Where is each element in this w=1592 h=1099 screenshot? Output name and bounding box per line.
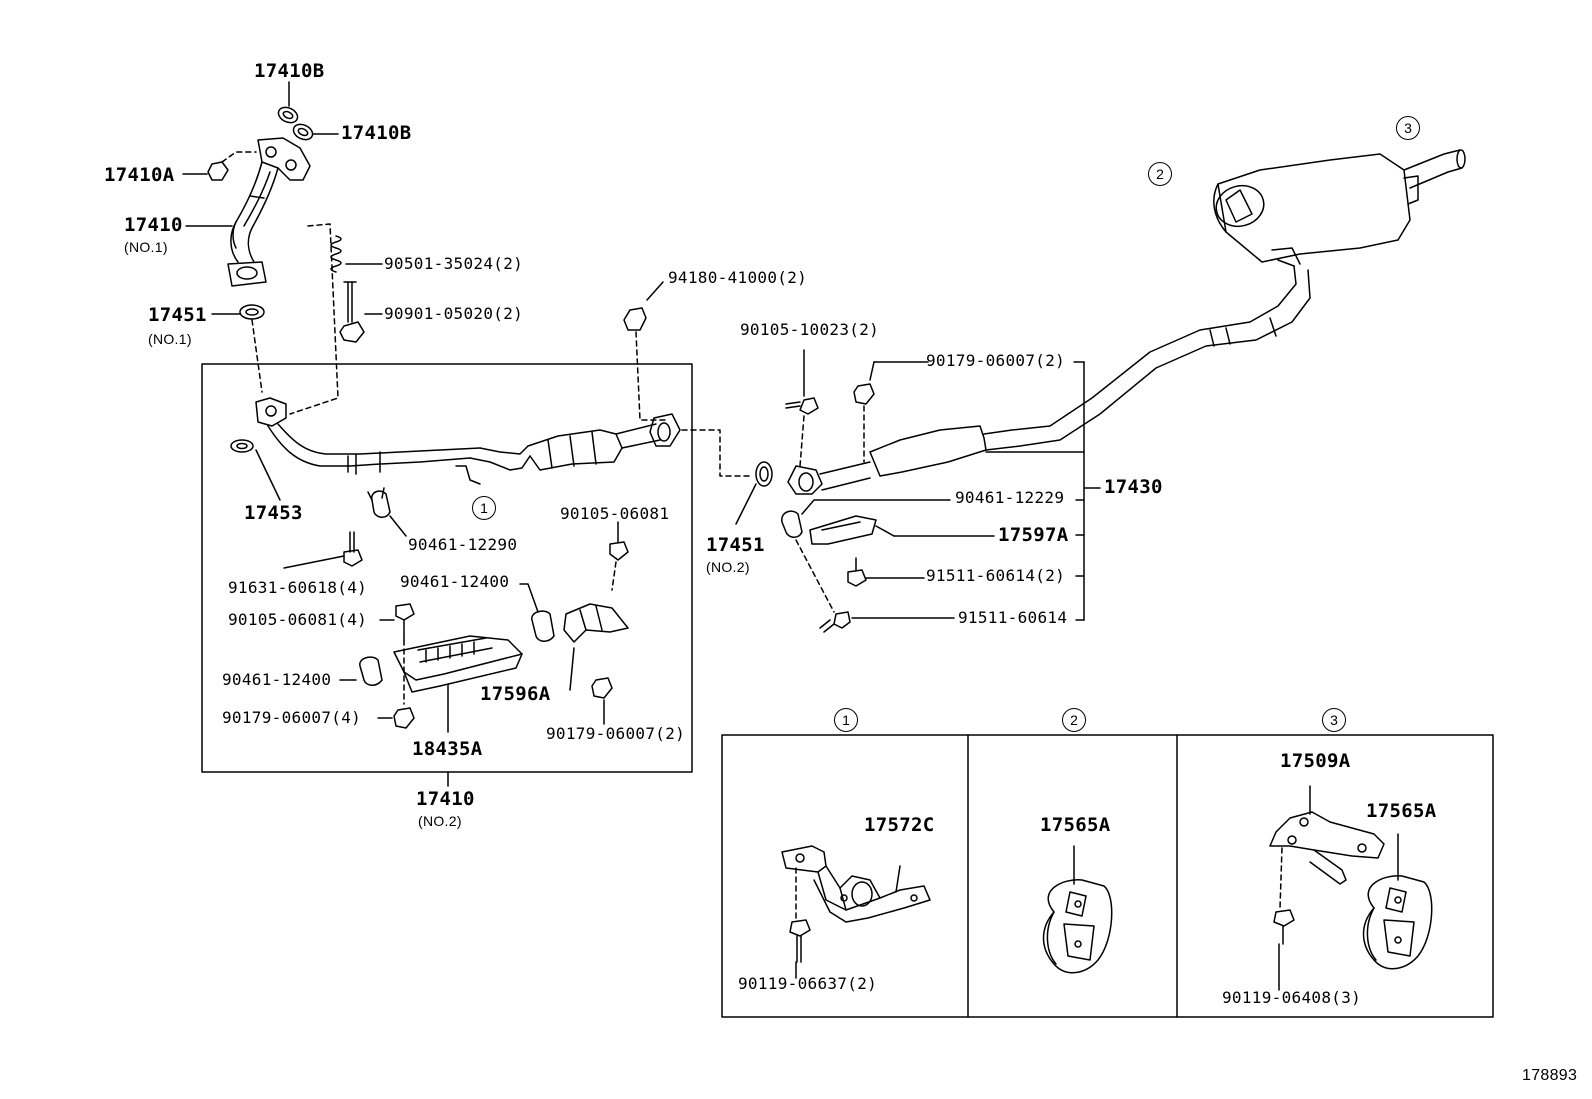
front-pipe-no1 (227, 137, 311, 287)
label-17430: 17430 (1104, 476, 1163, 498)
label-90179-4: 90179-06007(4) (222, 708, 362, 727)
label-94180: 94180-41000(2) (668, 268, 808, 287)
label-90461-12400-b: 90461-12400 (222, 670, 332, 689)
gasket-17410b-lower (292, 123, 314, 141)
label-17451-no2: 17451 (706, 534, 765, 556)
label-90461-12290: 90461-12290 (408, 535, 518, 554)
label-90105-06081-4: 90105-06081(4) (228, 610, 368, 629)
bolt-90105-10023 (785, 349, 819, 467)
detail-header-2: 2 (1062, 708, 1086, 732)
label-no2-a: (NO.2) (706, 559, 750, 575)
label-17572c: 17572C (864, 814, 935, 836)
no2-assembly-frame (201, 363, 693, 773)
nut-94180 (623, 281, 667, 421)
label-90179-top: 90179-06007(2) (926, 351, 1066, 370)
label-17410b-second: 17410B (341, 122, 412, 144)
nut-90179-top (853, 361, 929, 463)
label-91631: 91631-60618(4) (228, 578, 368, 597)
label-no1-a: (NO.1) (124, 239, 168, 255)
label-18435a: 18435A (412, 738, 483, 760)
detail3-hanger-17565a (1362, 833, 1433, 970)
label-17453: 17453 (244, 502, 303, 524)
clamp-90461-12290 (367, 487, 407, 537)
label-17565a-detail3: 17565A (1366, 800, 1437, 822)
bolt-91631 (283, 531, 363, 569)
ref-marker-2: 2 (1148, 162, 1172, 186)
bolt-90105-06081 (609, 521, 629, 591)
label-90461-12400-a: 90461-12400 (400, 572, 510, 591)
catalog-number: 178893 (1522, 1067, 1578, 1084)
label-17410b-top: 17410B (254, 60, 325, 82)
gasket-17451-no2 (735, 461, 773, 525)
gasket-17451-no1 (211, 304, 265, 393)
bolt-90901 (339, 281, 383, 343)
callout-17430-bracket (985, 361, 1101, 621)
label-17410-no1: 17410 (124, 214, 183, 236)
label-17451-no1: 17451 (148, 304, 207, 326)
nut-90179-2 (591, 677, 613, 725)
spring-90501 (330, 235, 383, 273)
detail-header-1: 1 (834, 708, 858, 732)
label-90105-06081: 90105-06081 (560, 504, 670, 523)
front-pipe-no2 (255, 397, 681, 485)
label-no2-b: (NO.2) (418, 813, 462, 829)
clamp-90461-12229 (781, 499, 951, 613)
label-90461-12229: 90461-12229 (955, 488, 1065, 507)
label-90901: 90901-05020(2) (384, 304, 524, 323)
bolt-91511 (819, 611, 955, 633)
rear-muffler (1213, 149, 1466, 267)
label-90501: 90501-35024(2) (384, 254, 524, 273)
label-90179-2: 90179-06007(2) (546, 724, 686, 743)
insulator-17596a (563, 603, 629, 691)
detail-panel-frame (721, 734, 1494, 1018)
heat-insulator-18435a (393, 635, 523, 733)
label-no1-b: (NO.1) (148, 331, 192, 347)
label-90105-10023: 90105-10023(2) (740, 320, 880, 339)
label-17410a: 17410A (104, 164, 175, 186)
gasket-17453 (230, 439, 281, 501)
label-90119-06408: 90119-06408(3) (1222, 988, 1362, 1007)
nut-90179-4 (377, 639, 415, 729)
detail3-bracket-17509a (1269, 785, 1385, 991)
detail-header-3: 3 (1322, 708, 1346, 732)
center-exhaust-pipe (787, 265, 1311, 495)
ref-marker-1: 1 (472, 496, 496, 520)
ref-marker-3: 3 (1396, 116, 1420, 140)
label-17597a: 17597A (998, 524, 1069, 546)
label-17596a: 17596A (480, 683, 551, 705)
gasket-17410b-upper (277, 106, 299, 124)
bolt-91511-2 (847, 557, 925, 587)
bolt-90105-06081-4 (379, 603, 415, 641)
label-17509a: 17509A (1280, 750, 1351, 772)
nut-17410a (182, 151, 257, 181)
clamp-90461-12400-right (519, 583, 555, 642)
label-91511-2: 91511-60614(2) (926, 566, 1066, 585)
label-17565a-detail2: 17565A (1040, 814, 1111, 836)
bracket-17597a (809, 515, 995, 545)
clamp-90461-12400-left (339, 656, 383, 686)
label-17410-no2: 17410 (416, 788, 475, 810)
label-90119-06637: 90119-06637(2) (738, 974, 878, 993)
detail2-hanger-17565a (1042, 845, 1113, 974)
detail1-bracket-17572c (781, 845, 931, 979)
label-91511: 91511-60614 (958, 608, 1068, 627)
